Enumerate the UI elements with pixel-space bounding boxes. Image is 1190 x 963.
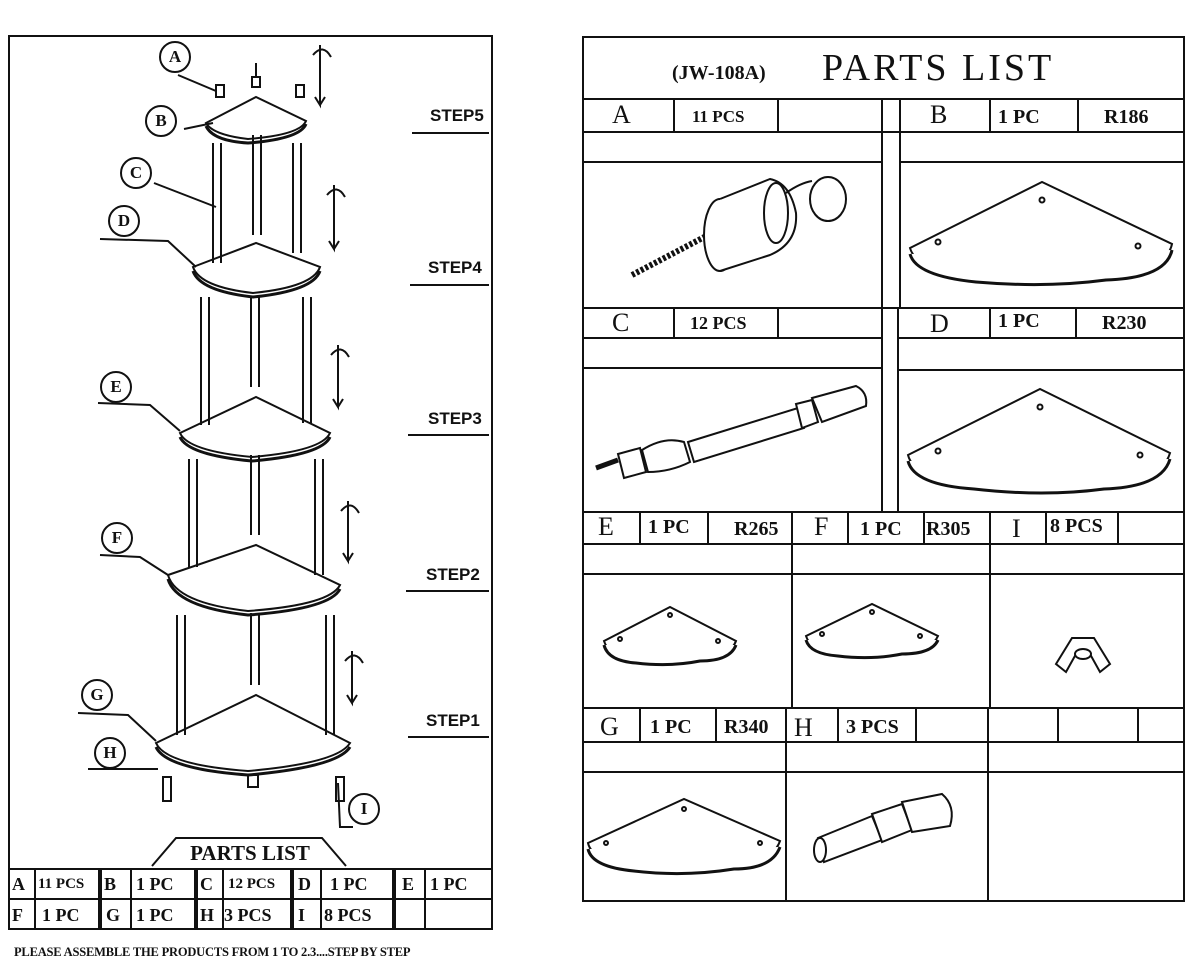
table-letter-f: F: [12, 904, 23, 925]
table-divider: [320, 868, 322, 930]
table-letter-d: D: [298, 873, 311, 894]
part-a-qty: 11 PCS: [692, 107, 745, 126]
step1-label: STEP1: [426, 711, 480, 730]
table-divider: [424, 868, 426, 930]
step3-label: STEP3: [428, 409, 482, 428]
header-divider: [584, 98, 1184, 100]
parts-list-title: PARTS LIST: [822, 47, 1055, 89]
part-a-letter: A: [612, 100, 631, 129]
table-qty-e: 1 PC: [430, 873, 468, 894]
assembly-footer-note: PLEASE ASSEMBLE THE PRODUCTS FROM 1 TO 2…: [14, 944, 411, 959]
part-e-letter: E: [598, 512, 614, 541]
callout-i: I: [360, 799, 368, 818]
part-d-letter: D: [930, 309, 949, 338]
table-qty-f: 1 PC: [42, 904, 80, 925]
part-i-clip-drawing: [1054, 637, 1112, 674]
parts-list-tab: [151, 837, 347, 867]
part-h-letter: H: [794, 713, 813, 742]
table-qty-a: 11 PCS: [38, 875, 85, 892]
part-g-shelf-drawing: [586, 797, 782, 876]
parts-list-title-small: PARTS LIST: [190, 840, 310, 865]
part-e-shelf-drawing: [602, 605, 738, 667]
table-letter-i: I: [298, 904, 306, 925]
part-b-shelf-drawing: [908, 180, 1174, 287]
part-f-size: R305: [926, 517, 971, 540]
table-qty-d: 1 PC: [330, 873, 368, 894]
part-b-size: R186: [1104, 105, 1149, 128]
part-c-leg-drawing: [595, 384, 868, 480]
part-c-letter: C: [612, 308, 630, 337]
table-letter-h: H: [200, 904, 215, 925]
table-divider: [34, 868, 36, 930]
model-number: (JW-108A): [672, 61, 766, 84]
part-b-letter: B: [930, 100, 948, 129]
callout-g: G: [90, 685, 104, 704]
part-d-qty: 1 PC: [998, 309, 1040, 332]
table-qty-g: 1 PC: [136, 904, 174, 925]
table-letter-g: G: [106, 904, 121, 925]
part-d-size: R230: [1102, 311, 1147, 334]
table-qty-h: 3 PCS: [224, 904, 272, 925]
callout-b: B: [155, 111, 167, 130]
table-divider: [8, 898, 493, 900]
part-h-foot-drawing: [813, 792, 953, 864]
table-divider: [290, 868, 294, 930]
part-f-qty: 1 PC: [860, 517, 902, 540]
callout-h: H: [103, 743, 117, 762]
table-qty-i: 8 PCS: [324, 904, 372, 925]
step2-label: STEP2: [426, 565, 480, 584]
step5-label: STEP5: [430, 106, 484, 125]
part-h-qty: 3 PCS: [846, 715, 899, 738]
step4-label: STEP4: [428, 258, 482, 277]
table-letter-e: E: [402, 873, 415, 894]
table-divider: [392, 868, 396, 930]
part-b-qty: 1 PC: [998, 105, 1040, 128]
part-g-size: R340: [724, 715, 769, 738]
table-divider: [222, 868, 224, 930]
part-d-shelf-drawing: [906, 387, 1172, 495]
part-a-knob-drawing: [630, 176, 847, 278]
parts-grid: [584, 100, 1183, 900]
part-f-shelf-drawing: [804, 602, 940, 660]
table-divider: [194, 868, 198, 930]
table-letter-a: A: [12, 873, 25, 894]
table-divider: [130, 868, 132, 930]
table-qty-b: 1 PC: [136, 873, 174, 894]
callout-d: D: [117, 211, 131, 230]
part-g-letter: G: [600, 712, 619, 741]
callout-c: C: [129, 163, 143, 182]
part-f-letter: F: [814, 512, 829, 541]
part-c-qty: 12 PCS: [690, 312, 747, 333]
part-e-size: R265: [734, 517, 779, 540]
part-i-letter: I: [1012, 514, 1021, 543]
part-e-qty: 1 PC: [648, 515, 690, 538]
table-divider: [98, 868, 102, 930]
table-qty-c: 12 PCS: [228, 875, 276, 892]
part-g-qty: 1 PC: [650, 715, 692, 738]
assembly-drawing: [77, 41, 489, 828]
part-i-qty: 8 PCS: [1050, 514, 1103, 537]
callout-e: E: [110, 377, 122, 396]
parts-list-panel: [582, 36, 1185, 902]
table-letter-b: B: [104, 873, 117, 894]
callout-a: A: [168, 47, 182, 66]
table-letter-c: C: [200, 873, 213, 894]
callout-f: F: [111, 528, 123, 547]
